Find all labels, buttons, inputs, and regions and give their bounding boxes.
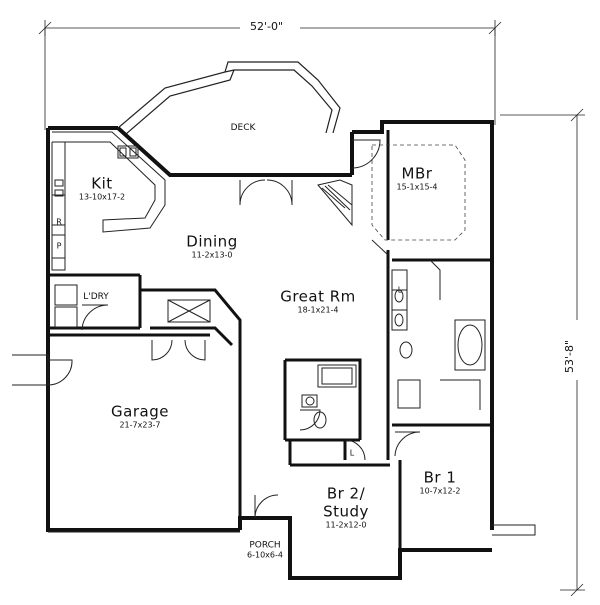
- laundry-fixtures: [54, 284, 211, 328]
- porch-name: PORCH: [249, 540, 281, 551]
- mbr-label: MBr 15-1x15-4: [396, 165, 437, 192]
- mbr-dims: 15-1x15-4: [396, 182, 438, 192]
- deck: [117, 61, 341, 135]
- garage-name: Garage: [111, 402, 169, 421]
- dining-name: Dining: [186, 232, 238, 251]
- overall-depth-label: 53'-8": [563, 339, 577, 374]
- doors: [47, 139, 421, 519]
- kitchen-name: Kit: [91, 174, 113, 193]
- overall-width-label: 52'-0": [250, 20, 284, 33]
- laundry-label: L'DRY: [83, 292, 109, 302]
- hall-bath: [301, 364, 357, 429]
- master-bath: [391, 259, 486, 410]
- linen-label-a: L: [397, 285, 403, 295]
- br1-label: Br 1 10-7x12-2: [419, 469, 460, 496]
- porch-dims: 6-10x6-4: [247, 550, 283, 560]
- great-room-label: Great Rm 18-1x21-4: [280, 288, 356, 315]
- br1-name: Br 1: [423, 468, 457, 487]
- dining-label: Dining 11-2x13-0: [186, 233, 237, 260]
- interior-walls: [48, 130, 490, 550]
- br2-name: Br 2/: [326, 484, 366, 503]
- dining-dims: 11-2x13-0: [191, 250, 233, 260]
- br2-dims: 11-2x12-0: [325, 520, 367, 530]
- pantry-label: P: [56, 241, 62, 251]
- great-room-name: Great Rm: [280, 287, 356, 306]
- refrigerator-label: R: [56, 217, 62, 227]
- br2-name2: Study: [323, 502, 369, 521]
- porch-label: PORCH 6-10x6-4: [247, 541, 283, 560]
- garage-dims: 21-7x23-7: [119, 420, 161, 430]
- fireplace: [317, 179, 353, 227]
- kitchen-label: Kit 13-10x17-2: [79, 175, 125, 202]
- mbr-tray-ceiling: [371, 144, 466, 241]
- great-room-dims: 18-1x21-4: [297, 305, 339, 315]
- br1-dims: 10-7x12-2: [419, 486, 461, 496]
- dimension-lines: [38, 20, 585, 597]
- mbr-name: MBr: [401, 164, 433, 183]
- kitchen-dims: 13-10x17-2: [78, 192, 126, 202]
- deck-label: DECK: [230, 123, 256, 133]
- garage-label: Garage 21-7x23-7: [111, 403, 169, 430]
- linen-label-b: L: [349, 448, 355, 458]
- garage-apron: [12, 354, 536, 536]
- br2-label: Br 2/ Study 11-2x12-0: [323, 485, 369, 530]
- kitchen-counters: [51, 131, 166, 271]
